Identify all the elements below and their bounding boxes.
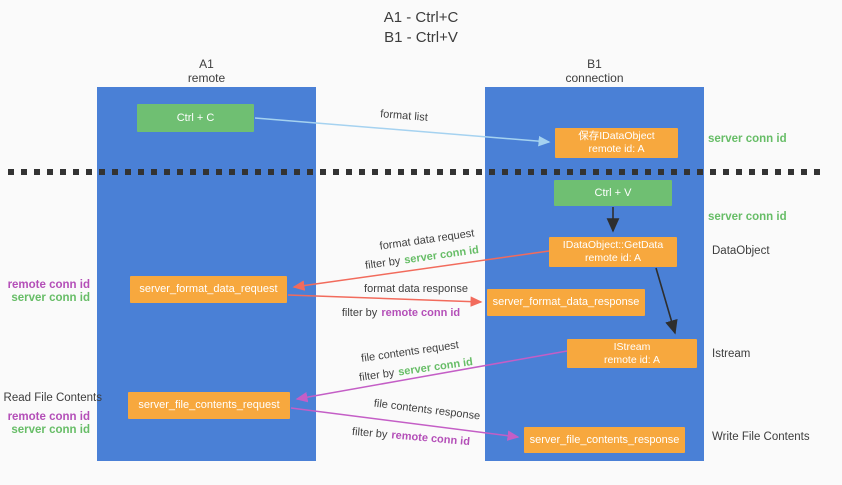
getdata-line2: remote id: A bbox=[584, 252, 642, 264]
save-idataobject-line1: 保存IDataObject bbox=[578, 130, 655, 142]
save-idataobject-node: 保存IDataObject remote id: A bbox=[555, 128, 678, 158]
file-contents-response-label: file contents response bbox=[373, 397, 481, 423]
column-header-a1: A1 remote bbox=[97, 57, 316, 85]
server-format-data-request-node: server_format_data_request bbox=[130, 276, 287, 303]
idataobject-getdata-node: IDataObject::GetData remote id: A bbox=[549, 237, 677, 267]
column-b1-name: B1 bbox=[587, 57, 602, 71]
server-format-data-response-node: server_format_data_response bbox=[487, 289, 645, 316]
column-header-b1: B1 connection bbox=[485, 57, 704, 85]
format-list-label: format list bbox=[379, 108, 429, 124]
server-conn-id-label-mid: server conn id bbox=[708, 211, 787, 223]
istream-line2: remote id: A bbox=[603, 353, 661, 366]
istream-line1: IStream bbox=[613, 340, 651, 353]
format-data-response-label: format data response bbox=[364, 283, 468, 295]
server-conn-id-label-2: server conn id bbox=[11, 424, 90, 436]
column-b1-subtitle: connection bbox=[565, 71, 624, 85]
write-file-contents-label: Write File Contents bbox=[712, 431, 810, 443]
istream-node: IStream remote id: A bbox=[567, 339, 697, 368]
diagram-title: A1 - Ctrl+C B1 - Ctrl+V bbox=[0, 8, 842, 48]
filter-prefix-3: filter by bbox=[358, 367, 396, 384]
format-data-response-arrow bbox=[287, 294, 483, 307]
filter-prefix-1: filter by bbox=[364, 255, 402, 272]
server-file-contents-response-node: server_file_contents_response bbox=[524, 427, 685, 453]
title-line-1: A1 - Ctrl+C bbox=[383, 9, 459, 26]
getdata-line1: IDataObject::GetData bbox=[562, 239, 664, 251]
server-conn-id-label-1: server conn id bbox=[11, 292, 90, 304]
ctrl-v-node: Ctrl + V bbox=[554, 180, 672, 206]
column-a1-name: A1 bbox=[199, 57, 214, 71]
filter-value-2: remote conn id bbox=[381, 307, 461, 319]
istream-side-label: Istream bbox=[712, 348, 751, 360]
server-file-contents-request-node: server_file_contents_request bbox=[128, 392, 290, 419]
server-conn-id-label-top: server conn id bbox=[708, 133, 787, 145]
ctrl-c-node: Ctrl + C bbox=[137, 104, 254, 132]
divider-dotted-line bbox=[8, 169, 826, 175]
remote-conn-id-label-1: remote conn id bbox=[7, 279, 90, 291]
remote-conn-id-label-2: remote conn id bbox=[7, 411, 90, 423]
dataobject-label: DataObject bbox=[712, 245, 770, 257]
filter-prefix-4: filter by bbox=[351, 425, 388, 441]
column-a1-subtitle: remote bbox=[187, 71, 226, 85]
title-line-2: B1 - Ctrl+V bbox=[384, 29, 458, 46]
read-file-contents-label: Read File Contents bbox=[3, 392, 102, 404]
filter-prefix-2: filter by bbox=[341, 307, 378, 319]
filter-value-4: remote conn id bbox=[390, 429, 471, 449]
filter-value-3: server conn id bbox=[397, 356, 474, 379]
save-idataobject-line2: remote id: A bbox=[588, 143, 645, 155]
